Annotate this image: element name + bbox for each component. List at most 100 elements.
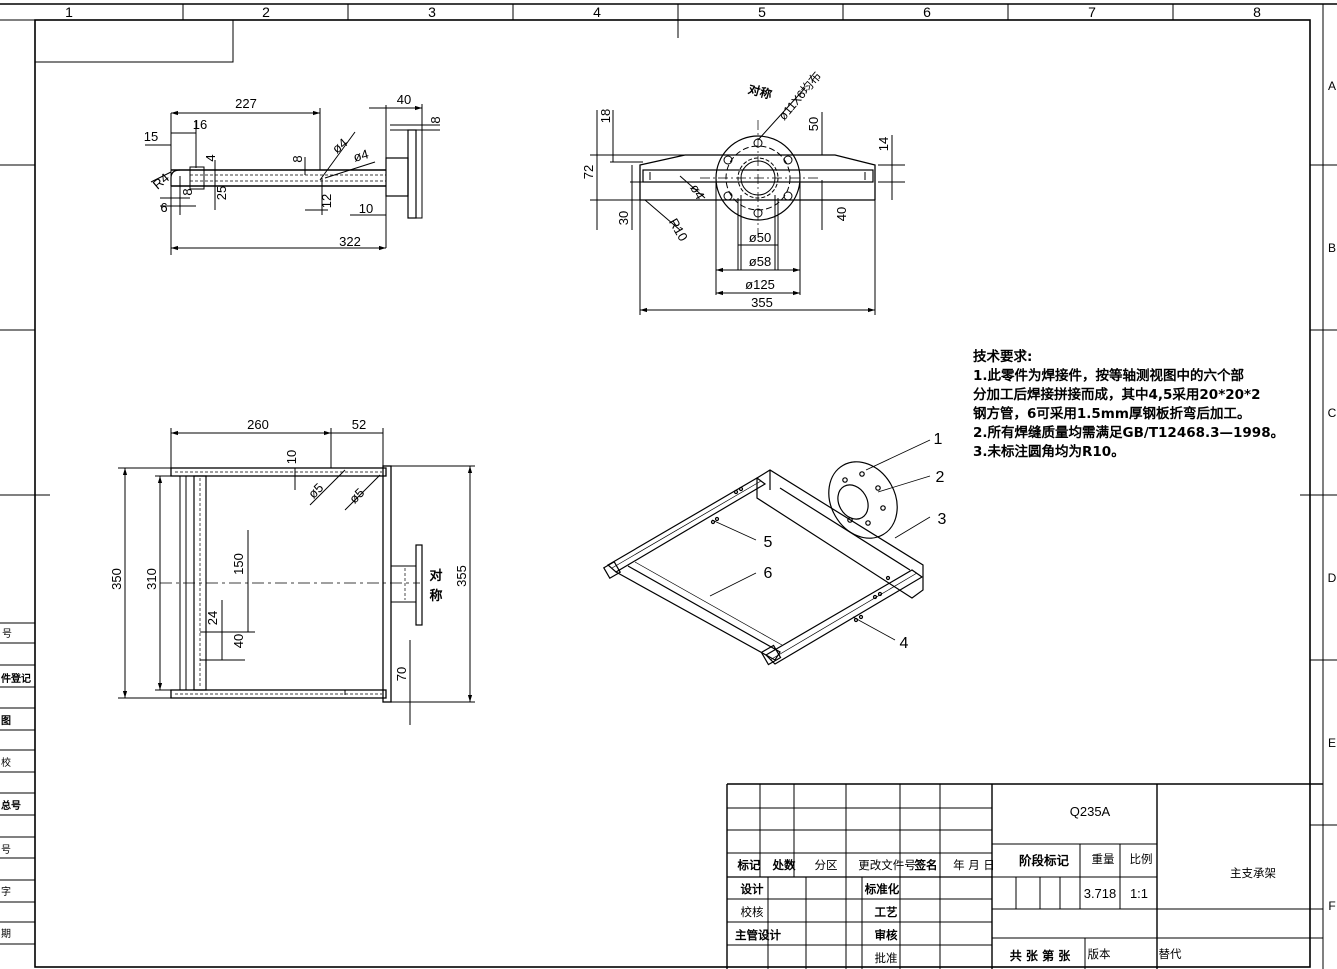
weight-value: 3.718	[1084, 886, 1117, 901]
dim-label: 15	[144, 129, 158, 144]
dim-label: 18	[598, 109, 613, 123]
callout-3: 3	[938, 511, 947, 528]
tb-role: 校核	[741, 905, 764, 919]
strip-label: 图	[1, 715, 11, 727]
zone-row-f: F	[1328, 899, 1335, 913]
tb-role: 审核	[875, 928, 898, 942]
dim-label: 10	[284, 450, 299, 464]
dim-label: 25	[214, 186, 229, 200]
weight-label: 重量	[1092, 852, 1115, 866]
zone-col-5: 5	[758, 4, 766, 20]
symmetry-label: 对称	[747, 81, 774, 102]
dim-label: 70	[394, 667, 409, 681]
dim-label: 310	[144, 568, 159, 590]
notes-line: 3.未标注圆角均为R10。	[973, 444, 1125, 460]
notes-line: 2.所有焊缝质量均需满足GB/T12468.3—1998。	[973, 425, 1285, 441]
view-side	[590, 87, 905, 315]
zone-row-a: A	[1328, 79, 1336, 93]
strip-label: 总号	[1, 799, 21, 812]
dim-label: ø58	[749, 254, 771, 269]
drawing-frame	[0, 3, 1337, 969]
dim-label: 52	[352, 417, 366, 432]
dim-label: 355	[751, 295, 773, 310]
dim-label: 24	[205, 611, 220, 625]
strip-label: 期	[1, 928, 11, 940]
dim-label: ø125	[745, 277, 775, 292]
dim-label: 350	[109, 568, 124, 590]
left-strip-labels: 号 件登记 图 校 总号 号 字 期	[1, 628, 31, 940]
symmetry-label: 对	[429, 568, 442, 584]
strip-label: 字	[1, 885, 11, 898]
zone-labels: 1 2 3 4 5 6 7 8 A B C D E F	[65, 4, 1337, 913]
part-name: 主支承架	[1230, 866, 1276, 880]
tb-role: 工艺	[875, 905, 898, 919]
replace-label: 替代	[1159, 947, 1182, 961]
notes-line: 1.此零件为焊接件，按等轴测视图中的六个部	[973, 368, 1245, 384]
strip-label: 校	[1, 756, 11, 769]
dim-label: 50	[806, 117, 821, 131]
tb-header: 标记	[737, 858, 761, 872]
callout-2: 2	[936, 469, 945, 486]
dim-label: R10	[666, 216, 691, 244]
dim-label: 40	[397, 92, 411, 107]
dim-label: ø5	[305, 480, 326, 501]
notes-line: 分加工后焊接拼接而成，其中4,5采用20*20*2	[973, 387, 1261, 403]
view-top	[145, 104, 440, 255]
dim-label: 40	[231, 634, 246, 648]
dim-label: 40	[834, 207, 849, 221]
zone-row-c: C	[1328, 406, 1337, 420]
callout-6: 6	[764, 565, 773, 582]
zone-col-3: 3	[428, 4, 436, 20]
symmetry-label: 称	[429, 588, 442, 604]
dim-label: 72	[581, 165, 596, 179]
dim-label: 10	[359, 201, 373, 216]
stage-label: 阶段标记	[1019, 853, 1070, 868]
zone-row-b: B	[1328, 241, 1336, 255]
dim-label: 8	[428, 116, 443, 123]
notes-title: 技术要求:	[973, 349, 1033, 365]
view-isometric	[602, 439, 931, 666]
dim-label: 8	[290, 155, 305, 162]
view-side-dims: 对称 ø11X6均布 18 72 30 R10 ø4 50 14 40 ø50 …	[581, 69, 891, 310]
title-block-text: Q235A 标记 处数 分区 更改文件号 签名 年 月 日 设计 校核 主管设计…	[735, 804, 1276, 965]
zone-col-1: 1	[65, 4, 73, 20]
dim-label: 4	[203, 154, 218, 161]
tb-header: 更改文件号	[858, 858, 916, 872]
strip-label: 件登记	[1, 672, 31, 685]
dim-label: 355	[454, 565, 469, 587]
sheets-label: 共 张 第 张	[1010, 948, 1072, 963]
scale-value: 1:1	[1130, 886, 1148, 901]
view-front-dims: 260 52 10 ø5 ø5 350 310 150 24 40 355 70…	[109, 417, 469, 681]
zone-row-e: E	[1328, 736, 1336, 750]
zone-col-6: 6	[923, 4, 931, 20]
callout-1: 1	[934, 431, 943, 448]
notes-line: 钢方管，6可采用1.5mm厚钢板折弯后加工。	[973, 406, 1251, 422]
zone-col-8: 8	[1253, 4, 1261, 20]
dim-label: ø50	[749, 230, 771, 245]
dim-label: 150	[231, 553, 246, 575]
dim-label: 6	[160, 200, 167, 215]
dim-label: 8	[180, 188, 195, 195]
technical-requirements: 技术要求: 1.此零件为焊接件，按等轴测视图中的六个部 分加工后焊接拼接而成，其…	[973, 348, 1313, 462]
view-front	[118, 428, 475, 725]
tb-header: 分区	[815, 858, 838, 872]
strip-label: 号	[1, 844, 11, 856]
holes-callout: ø11X6均布	[776, 69, 824, 123]
strip-label: 号	[2, 628, 12, 640]
dim-label: 227	[235, 96, 257, 111]
scale-label: 比例	[1130, 852, 1153, 866]
zone-row-d: D	[1328, 571, 1337, 585]
tb-role: 主管设计	[735, 928, 781, 942]
tb-header: 年 月 日	[953, 858, 995, 872]
dim-label: 14	[876, 137, 891, 151]
dim-label: ø4	[687, 181, 708, 202]
zone-col-2: 2	[262, 4, 270, 20]
dim-label: ø4	[329, 135, 350, 156]
dim-label: 30	[616, 211, 631, 225]
callout-4: 4	[900, 635, 909, 652]
dim-label: ø4	[352, 146, 371, 164]
tb-header: 签名	[914, 858, 938, 872]
zone-col-7: 7	[1088, 4, 1096, 20]
material: Q235A	[1070, 804, 1111, 819]
